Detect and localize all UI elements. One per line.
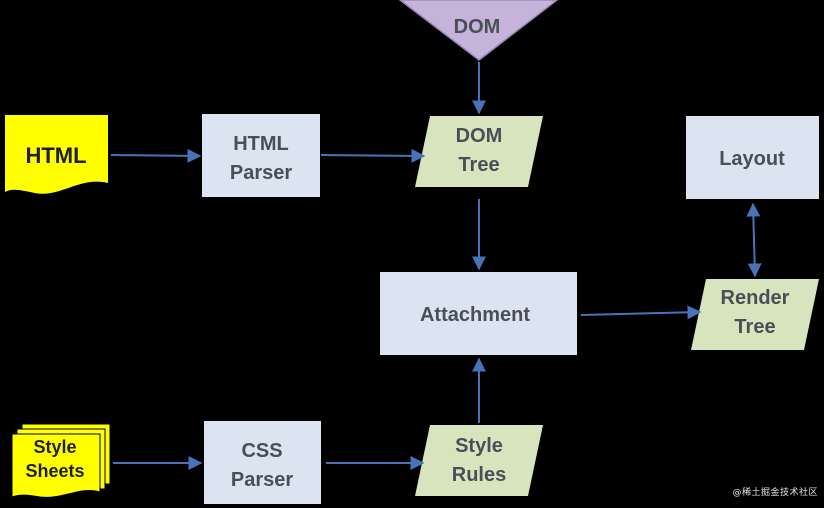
attachment-node: Attachment	[380, 272, 577, 355]
layout-node: Layout	[686, 116, 819, 199]
attachment-label: Attachment	[420, 304, 530, 326]
style-sheets-label-1: Style	[33, 437, 76, 457]
layout-label: Layout	[719, 148, 785, 170]
dom-source-label: DOM	[454, 16, 501, 38]
css-parser-label-2: Parser	[231, 469, 293, 491]
render-tree-label-1: Render	[721, 287, 790, 309]
style-sheets-node: Style Sheets	[11, 423, 111, 498]
html-parser-label-1: HTML	[233, 133, 289, 155]
css-parser-node: CSS Parser	[204, 421, 321, 504]
dom-tree-label-1: DOM	[456, 125, 503, 147]
edge-html-to-html-parser	[110, 148, 202, 163]
watermark: @稀土掘金技术社区	[732, 488, 818, 498]
render-tree-label-2: Tree	[734, 316, 775, 338]
html-parser-node: HTML Parser	[202, 114, 320, 197]
edge-attachment-to-render-tree	[580, 305, 702, 320]
style-sheets-label-2: Sheets	[25, 461, 84, 481]
style-rules-node: Style Rules	[415, 425, 543, 496]
dom-source-node: DOM	[398, 0, 559, 61]
dom-tree-label-2: Tree	[458, 154, 499, 176]
edge-render-tree-layout	[746, 202, 762, 278]
css-parser-label-1: CSS	[241, 440, 282, 462]
style-rules-label-1: Style	[455, 435, 503, 457]
edge-html-parser-to-dom-tree	[320, 148, 426, 163]
html-document-node: HTML	[5, 115, 108, 194]
dom-tree-node: DOM Tree	[415, 116, 543, 187]
style-rules-label-2: Rules	[452, 464, 506, 486]
html-document-label: HTML	[25, 143, 86, 168]
html-parser-label-2: Parser	[230, 162, 292, 184]
render-tree-node: Render Tree	[691, 279, 819, 350]
